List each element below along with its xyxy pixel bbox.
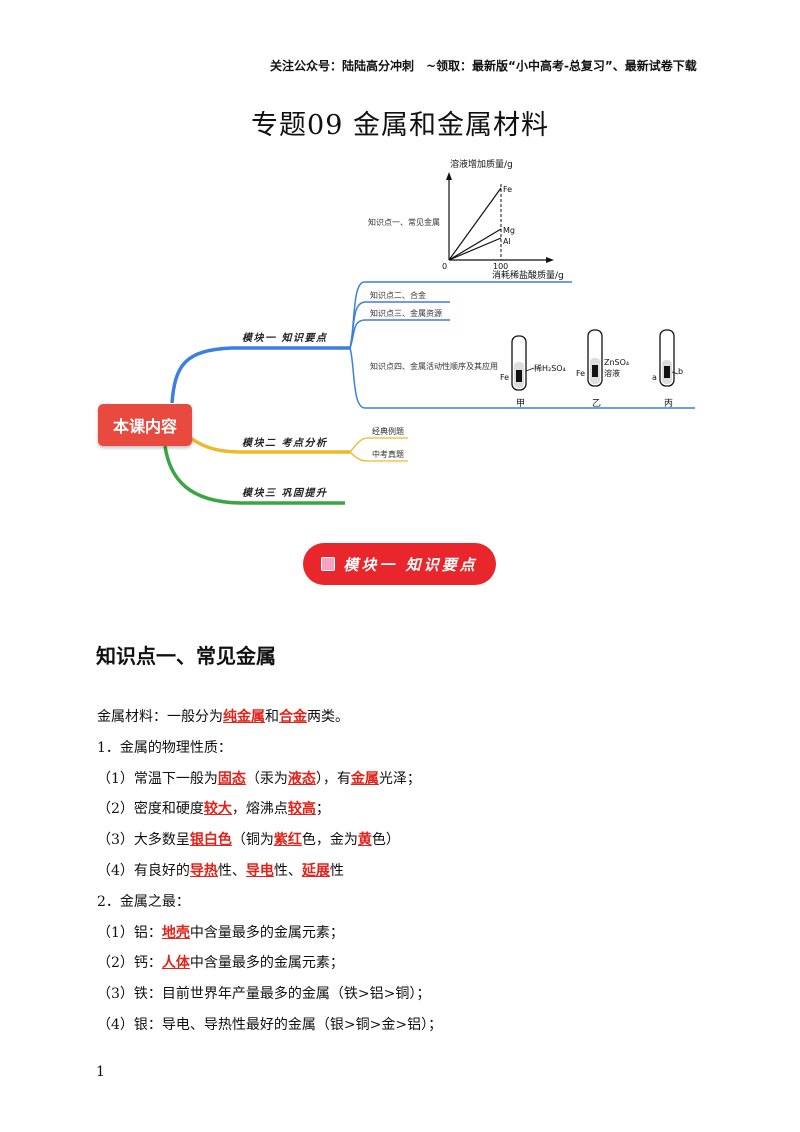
text-segment: ，熔沸点 [231,801,288,818]
kp1-label: 知识点一、常见金属 [368,217,440,227]
graph-origin: 0 [442,262,447,271]
content-line: （4）银：导电、导热性最好的金属（银>铜>金>铝）； [97,1014,737,1045]
keyword: 合金 [279,709,307,725]
keyword: 导电 [245,862,274,879]
content-line: （1）常温下一般为固态（汞为液态），有金属光泽； [97,768,737,799]
example-label: 经典例题 [372,426,404,436]
tube3-right: b [678,367,683,376]
kp3-label: 知识点三、金属资源 [370,308,442,318]
text-segment: （2）钙： [97,955,162,972]
kp4-label: 知识点四、金属活动性顺序及其应用 [370,361,498,371]
graph-xtick: 100 [493,262,508,271]
text-segment: 2．金属之最： [97,893,190,910]
keyword: 延展 [301,862,330,879]
text-segment: （4）银：导电、导热性最好的金属（银>铜>金>铝）； [97,1016,443,1033]
content-line: （4）有良好的导热性、导电性、延展性 [97,860,737,891]
knowledge-point-heading: 知识点一、常见金属 [96,644,276,668]
mindmap-root: 本课内容 [98,404,192,446]
text-segment: 性、 [273,862,302,879]
graph-line-fe: Fe [503,185,512,194]
section-pill-label: 模块一 知识要点 [343,555,478,574]
tube3-left: a [652,373,657,382]
graph-line-al: Al [503,237,511,246]
content-line: 2．金属之最： [97,891,737,922]
branch-label-1: 模块一 知识要点 [242,332,328,344]
content-line: （1）铝：地壳中含量最多的金属元素； [97,922,737,953]
text-segment: 中含量最多的金属元素； [189,955,344,972]
graph-xlabel: 消耗稀盐酸质量/g [492,269,564,281]
tube2-solution-2: 溶液 [604,368,620,378]
keyword: 液态 [287,770,316,787]
text-segment: 两类。 [307,709,349,725]
text-segment: ； [315,801,330,818]
exam-label: 中考真题 [372,449,404,459]
text-segment: ），有 [315,770,351,787]
graph-ylabel: 溶液增加质量/g [450,158,513,170]
tube1-solution: 稀H₂SO₄ [534,363,566,373]
text-segment: 性 [329,862,344,879]
text-segment: （4）有良好的 [97,862,190,879]
text-segment: （1）常温下一般为 [97,770,218,787]
header-note: 关注公众号：陆陆高分冲刺 ~领取：最新版“小中高考-总复习”、最新试卷下载 [270,59,697,73]
tube1-caption: 甲 [516,398,525,409]
text-segment: （3）大多数呈 [97,832,190,849]
text-segment: 中含量最多的金属元素； [189,924,344,941]
content-line: 1．金属的物理性质： [97,737,737,768]
text-segment: （汞为 [245,770,288,787]
content-line: （3）铁：目前世界年产量最多的金属（铁>铝>铜）； [97,983,737,1014]
branch-curve-1 [170,346,350,404]
page-number: 1 [96,1064,105,1080]
text-segment: 光泽； [378,770,421,787]
text-segment: 和 [265,709,279,725]
text-segment: 色，金为 [301,832,358,849]
keyword: 纯金属 [223,709,265,725]
branch-label-2: 模块二 考点分析 [242,437,328,449]
tube1-metal: Fe [500,373,509,382]
text-segment: 1．金属的物理性质： [97,739,232,756]
module-icon [321,557,336,571]
text-segment: （2）密度和硬度 [97,801,204,818]
mass-graph: 溶液增加质量/g 消耗稀盐酸质量/g 0 100 Fe Mg Al [442,158,564,281]
test-tubes: Fe 稀H₂SO₄ 甲 Fe ZnSO₄ 溶液 乙 a b 丙 [500,329,683,409]
text-segment: 性、 [217,862,246,879]
keyword: 较大 [203,801,232,818]
keyword: 金属 [350,770,379,787]
branch-curve-3 [163,445,345,505]
keyword: 固态 [217,770,246,787]
tube2-solution-1: ZnSO₄ [604,358,629,367]
tube2-metal: Fe [576,369,585,378]
text-segment: 金属材料：一般分为 [97,709,223,725]
mindmap: 模块一 知识要点 模块二 考点分析 模块三 巩固提升 知识点一、常见金属 知识点… [163,158,695,505]
section-pill: 模块一 知识要点 [303,543,496,585]
kp2-label: 知识点二、合金 [370,290,426,300]
content-body: 金属材料：一般分为纯金属和合金两类。1．金属的物理性质：（1）常温下一般为固态（… [97,706,737,1045]
keyword: 人体 [161,955,190,972]
text-segment: （铜为 [231,832,274,849]
text-segment: （3）铁：目前世界年产量最多的金属（铁>铝>铜）； [97,986,431,1003]
branch-label-3: 模块三 巩固提升 [242,487,327,499]
tube3-caption: 丙 [664,398,673,409]
content-line: （2）钙：人体中含量最多的金属元素； [97,952,737,983]
content-line: （2）密度和硬度较大，熔沸点较高； [97,798,737,829]
graph-line-mg: Mg [503,226,515,235]
text-segment: 色） [371,832,400,849]
tube2-caption: 乙 [592,398,601,409]
keyword: 导热 [189,862,218,879]
keyword: 地壳 [161,924,190,941]
content-line: （3）大多数呈银白色（铜为紫红色，金为黄色） [97,829,737,860]
keyword: 较高 [287,801,316,818]
content-line: 金属材料：一般分为纯金属和合金两类。 [97,706,737,737]
keyword: 黄 [357,832,372,849]
text-segment: （1）铝： [97,924,162,941]
keyword: 银白色 [189,832,232,849]
page-title: 专题09 金属和金属材料 [251,110,549,141]
keyword: 紫红 [273,832,302,849]
